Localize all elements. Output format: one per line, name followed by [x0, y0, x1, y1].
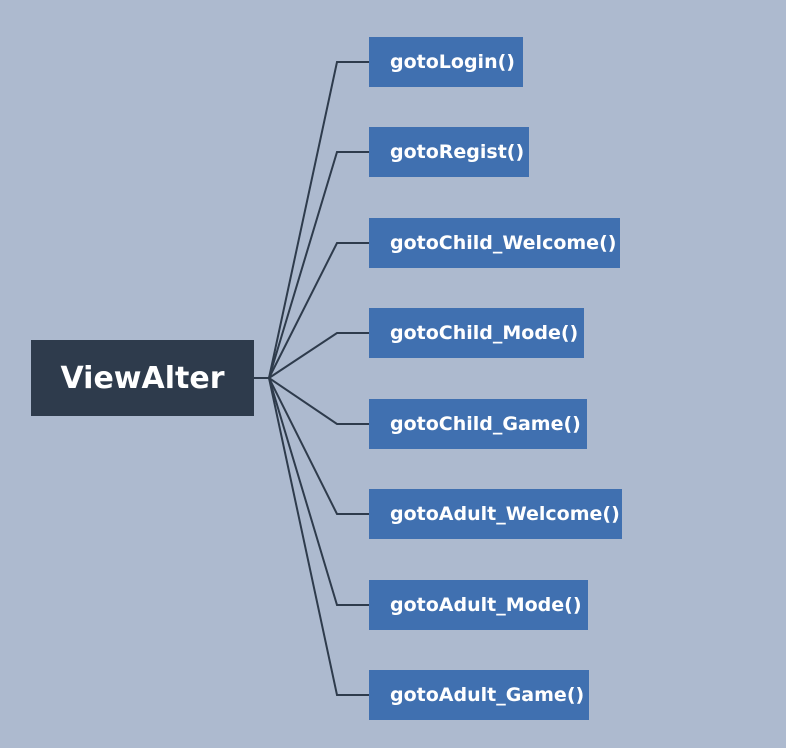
child-node-label: gotoChild_Mode() [390, 322, 579, 344]
child-node-label: gotoLogin() [390, 51, 515, 73]
child-node-goto-adult-welcome[interactable]: gotoAdult_Welcome() [369, 489, 622, 539]
child-node-label: gotoAdult_Game() [390, 684, 585, 706]
child-node-label: gotoRegist() [390, 141, 525, 163]
connector-line [268, 377, 369, 606]
root-node-label: ViewAlter [60, 360, 225, 396]
connector-line [254, 61, 369, 379]
child-node-goto-child-mode[interactable]: gotoChild_Mode() [369, 308, 584, 358]
child-node-goto-child-game[interactable]: gotoChild_Game() [369, 399, 587, 449]
connector-line [268, 242, 369, 379]
child-node-label: gotoChild_Welcome() [390, 232, 617, 254]
connector-line [268, 332, 369, 379]
connector-line [268, 151, 369, 379]
connector-line [268, 377, 369, 425]
child-node-goto-adult-mode[interactable]: gotoAdult_Mode() [369, 580, 588, 630]
child-node-label: gotoChild_Game() [390, 413, 581, 435]
connector-line [268, 377, 369, 696]
child-node-goto-login[interactable]: gotoLogin() [369, 37, 523, 87]
child-node-goto-child-welcome[interactable]: gotoChild_Welcome() [369, 218, 620, 268]
child-node-goto-regist[interactable]: gotoRegist() [369, 127, 529, 177]
child-node-label: gotoAdult_Mode() [390, 594, 582, 616]
child-node-goto-adult-game[interactable]: gotoAdult_Game() [369, 670, 589, 720]
connector-line [268, 377, 369, 515]
child-node-label: gotoAdult_Welcome() [390, 503, 620, 525]
root-node[interactable]: ViewAlter [31, 340, 254, 416]
